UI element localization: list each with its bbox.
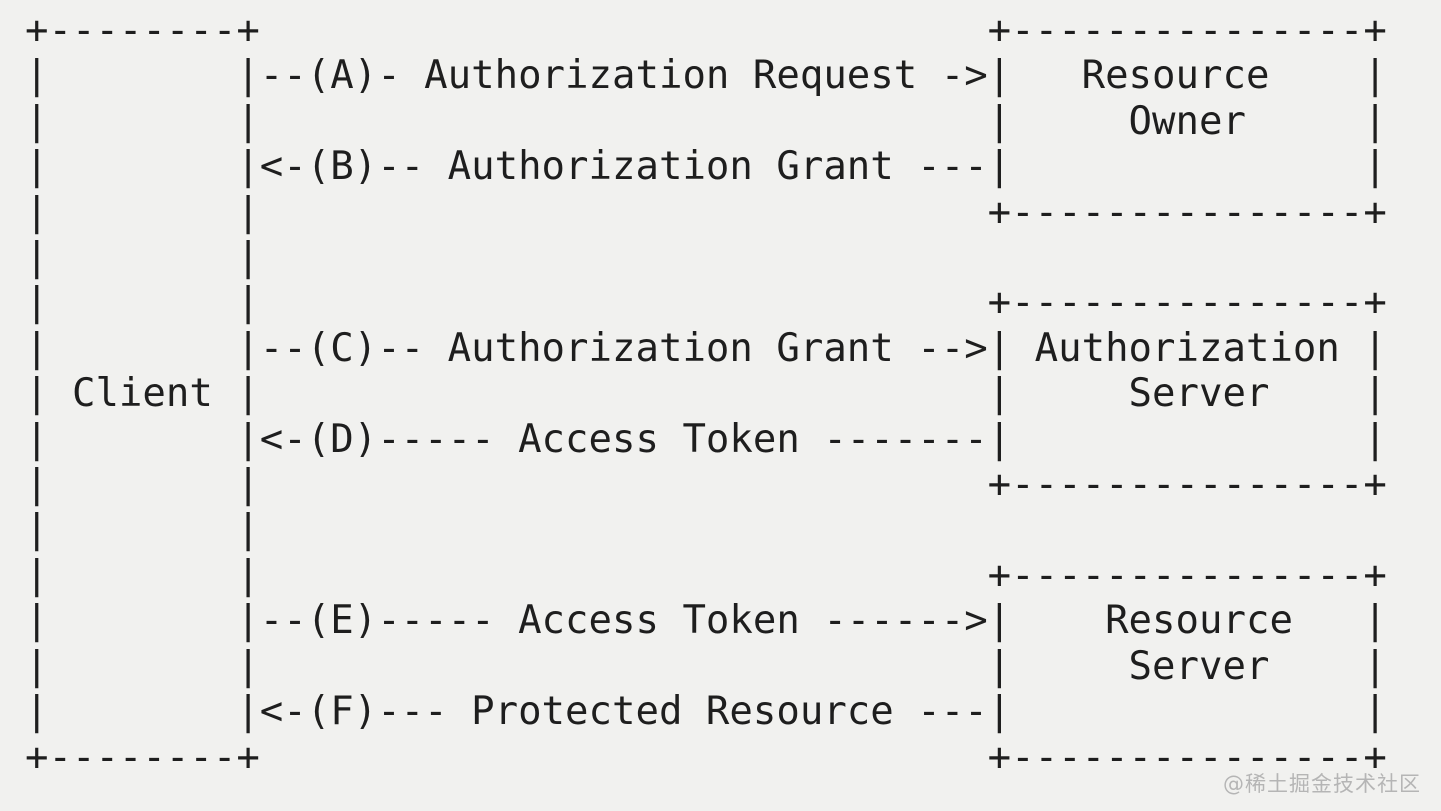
ascii-line: | | | Server | xyxy=(25,643,1387,689)
ascii-line: | |--(E)----- Access Token ------>| Reso… xyxy=(25,598,1387,644)
ascii-line: +--------+ +---------------+ xyxy=(25,734,1387,780)
ascii-line: | | +---------------+ xyxy=(25,189,1387,235)
ascii-line: | | xyxy=(25,507,260,553)
ascii-line: | | | Owner | xyxy=(25,98,1387,144)
ascii-line: | | xyxy=(25,235,260,281)
ascii-line: | |<-(D)----- Access Token -------| | xyxy=(25,416,1387,462)
ascii-line: | | +---------------+ xyxy=(25,462,1387,508)
ascii-line: | |<-(F)--- Protected Resource ---| | xyxy=(25,689,1387,735)
ascii-line: | |--(C)-- Authorization Grant -->| Auth… xyxy=(25,325,1387,371)
ascii-line: | |--(A)- Authorization Request ->| Reso… xyxy=(25,53,1387,99)
ascii-line: | |<-(B)-- Authorization Grant ---| | xyxy=(25,144,1387,190)
ascii-line: | | +---------------+ xyxy=(25,280,1387,326)
oauth-flow-ascii-diagram: +--------+ +---------------+ | |--(A)- A… xyxy=(25,8,1387,780)
ascii-line: | Client | | Server | xyxy=(25,371,1387,417)
watermark-juejin: @稀土掘金技术社区 xyxy=(1223,772,1421,796)
ascii-line: +--------+ +---------------+ xyxy=(25,8,1387,53)
ascii-line: | | +---------------+ xyxy=(25,552,1387,598)
